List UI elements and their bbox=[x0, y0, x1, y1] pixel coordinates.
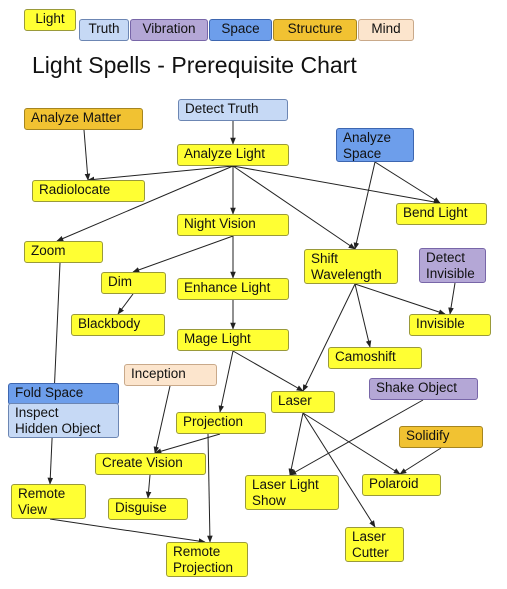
prerequisite-arrow-20 bbox=[154, 433, 221, 454]
node-create-vision: Create Vision bbox=[95, 453, 206, 475]
legend-structure: Structure bbox=[273, 19, 357, 41]
legend-space: Space bbox=[209, 19, 272, 41]
node-dim: Dim bbox=[101, 272, 166, 294]
prerequisite-arrow-9 bbox=[132, 235, 234, 273]
legend-light: Light bbox=[24, 9, 76, 31]
prerequisite-arrow-22 bbox=[47, 262, 61, 485]
prerequisite-arrow-16 bbox=[302, 283, 356, 392]
prerequisite-arrow-26 bbox=[289, 399, 424, 476]
node-enhance-light: Enhance Light bbox=[177, 278, 289, 300]
prerequisite-arrow-7 bbox=[374, 161, 441, 204]
node-radiolocate: Radiolocate bbox=[32, 180, 145, 202]
node-remote-view: Remote View bbox=[11, 484, 86, 519]
node-analyze-matter: Analyze Matter bbox=[24, 108, 143, 130]
node-inception: Inception bbox=[124, 364, 217, 386]
node-shake-object: Shake Object bbox=[369, 378, 478, 400]
prerequisite-arrow-15 bbox=[448, 282, 456, 315]
node-fold-space: Fold Space bbox=[8, 383, 119, 405]
node-solidify: Solidify bbox=[399, 426, 483, 448]
node-bend-light: Bend Light bbox=[396, 203, 487, 225]
prerequisite-arrow-29 bbox=[399, 447, 442, 475]
node-polaroid: Polaroid bbox=[362, 474, 441, 496]
prerequisite-arrow-14 bbox=[354, 283, 446, 315]
node-laser-cutter: Laser Cutter bbox=[345, 527, 404, 562]
legend-truth: Truth bbox=[79, 19, 129, 41]
node-analyze-space: Analyze Space bbox=[336, 128, 414, 162]
prerequisite-arrow-19 bbox=[153, 385, 171, 454]
prerequisite-arrow-1 bbox=[83, 129, 91, 181]
node-detect-truth: Detect Truth bbox=[178, 99, 288, 121]
prerequisite-arrow-27 bbox=[302, 412, 401, 475]
prerequisite-arrow-28 bbox=[302, 412, 376, 528]
node-camoshift: Camoshift bbox=[328, 347, 422, 369]
node-disguise: Disguise bbox=[108, 498, 188, 520]
prerequisite-arrow-8 bbox=[353, 161, 376, 250]
prerequisite-arrow-2 bbox=[87, 165, 234, 183]
prerequisite-arrow-3 bbox=[56, 165, 234, 242]
node-laser: Laser bbox=[271, 391, 335, 413]
node-inspect-hidden-object: Inspect Hidden Object bbox=[8, 403, 119, 438]
chart-title: Light Spells - Prerequisite Chart bbox=[32, 52, 357, 78]
legend-vibration: Vibration bbox=[130, 19, 208, 41]
prerequisite-arrow-12 bbox=[117, 293, 134, 315]
node-night-vision: Night Vision bbox=[177, 214, 289, 236]
legend-mind: Mind bbox=[358, 19, 414, 41]
prerequisite-arrow-24 bbox=[207, 433, 213, 543]
node-shift-wavelength: Shift Wavelength bbox=[304, 249, 398, 284]
node-invisible: Invisible bbox=[409, 314, 491, 336]
prerequisite-arrow-21 bbox=[145, 474, 152, 499]
node-blackbody: Blackbody bbox=[71, 314, 165, 336]
prerequisite-arrow-25 bbox=[288, 412, 304, 476]
node-zoom: Zoom bbox=[24, 241, 103, 263]
node-mage-light: Mage Light bbox=[177, 329, 289, 351]
prerequisite-arrow-18 bbox=[218, 350, 234, 413]
node-remote-projection: Remote Projection bbox=[166, 542, 248, 577]
node-analyze-light: Analyze Light bbox=[177, 144, 289, 166]
prerequisite-arrow-13 bbox=[354, 283, 372, 348]
prerequisite-arrow-6 bbox=[232, 165, 441, 205]
node-projection: Projection bbox=[176, 412, 266, 434]
node-laser-light-show: Laser Light Show bbox=[245, 475, 339, 510]
prerequisite-arrow-17 bbox=[232, 350, 304, 392]
prerequisite-arrow-5 bbox=[232, 165, 356, 250]
prerequisite-arrow-23 bbox=[49, 518, 206, 544]
node-detect-invisible: Detect Invisible bbox=[419, 248, 486, 283]
